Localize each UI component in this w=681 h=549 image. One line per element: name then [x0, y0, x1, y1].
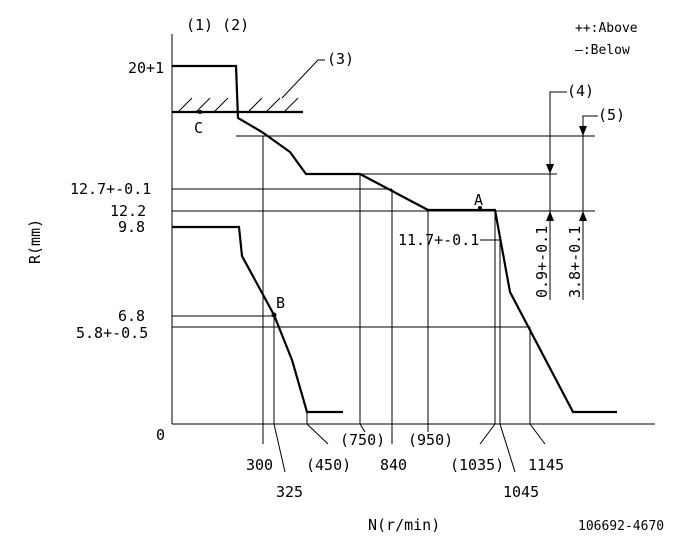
origin-label: 0 [156, 426, 165, 444]
x-label-750: (750) [340, 431, 385, 449]
reference-lines [172, 135, 595, 328]
y-label-12-7: 12.7+-0.1 [70, 180, 151, 198]
x-axis-title: N(r/min) [368, 516, 440, 534]
callout-3: (3) [327, 50, 354, 68]
ref-marks: (1) (2) [186, 16, 249, 34]
figure-id: 106692-4670 [578, 519, 664, 534]
x-label-1035: (1035) [450, 456, 504, 474]
callout-4: (4) [567, 82, 594, 100]
x-label-325: 325 [276, 483, 303, 501]
y-label-9-8: 9.8 [118, 218, 145, 236]
legend-above: ++:Above [575, 21, 638, 36]
x-label-1045: 1045 [503, 483, 539, 501]
callout-5: (5) [598, 106, 625, 124]
y-label-6-8: 6.8 [118, 307, 145, 325]
x-label-1145: 1145 [528, 456, 564, 474]
y-axis-title: R(mm) [26, 219, 44, 264]
x-label-450: (450) [306, 456, 351, 474]
lower-curve [172, 225, 343, 414]
dim-label-0-9: 0.9+-0.1 [533, 226, 551, 298]
point-c-label: C [194, 119, 203, 137]
point-a-label: A [474, 191, 483, 209]
dim-label-3-8: 3.8+-0.1 [566, 226, 584, 298]
y-label-20: 20+1 [128, 59, 164, 77]
y-label-5-8: 5.8+-0.5 [76, 324, 148, 342]
leaders [262, 59, 546, 473]
point-c-dot [198, 110, 202, 114]
point-b-label: B [276, 294, 285, 312]
x-label-950: (950) [408, 431, 453, 449]
x-label-840: 840 [380, 456, 407, 474]
x-label-300: 300 [246, 456, 273, 474]
dimension-4 [546, 91, 567, 300]
y-label-12-2: 12.2 [110, 202, 146, 220]
annotation-11-7: 11.7+-0.1 [398, 231, 479, 249]
legend-below: —:Below [575, 43, 630, 58]
dimension-5 [579, 115, 598, 300]
point-a-dot [478, 206, 482, 210]
point-b-dot [271, 312, 277, 318]
vertical-refs [262, 136, 531, 424]
